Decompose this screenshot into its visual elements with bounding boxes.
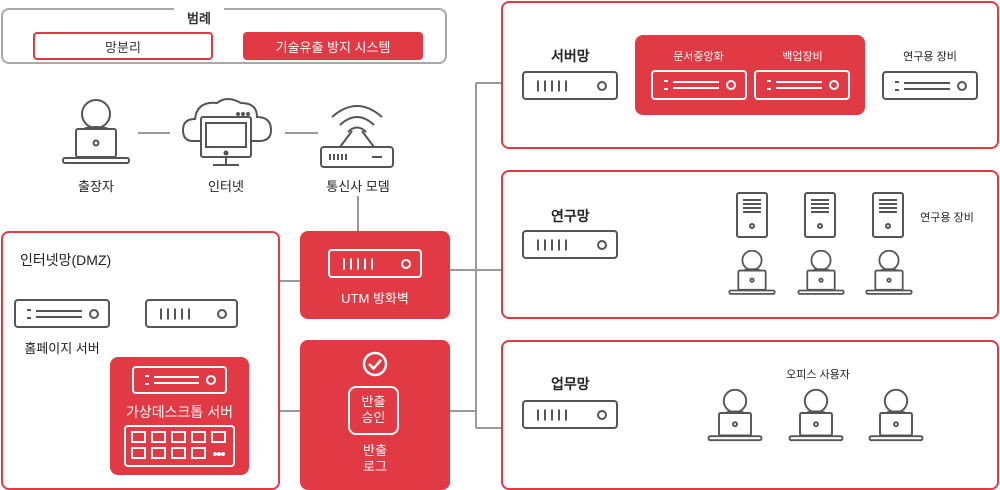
server-rack-icon — [145, 299, 238, 328]
legend-network-segment: 망분리 — [33, 32, 213, 60]
tower-server-icon — [804, 192, 836, 238]
server-protection-group: 문서중앙화 백업장비 — [635, 35, 865, 115]
vdi-server: 가상데스크톱 서버 — [110, 357, 249, 475]
server-research-equipment-label: 연구용 장비 — [903, 51, 957, 63]
person-laptop-icon — [61, 99, 131, 169]
cloud-monitor-icon — [181, 97, 273, 171]
server-rack-icon — [882, 71, 978, 100]
export-control: 반출 승인 반출 로그 — [300, 340, 450, 490]
server-rack-icon — [651, 70, 747, 100]
vdi-grid-icon — [124, 425, 235, 467]
homepage-server-label: 홈페이지 서버 — [24, 341, 100, 356]
legend-protection-system: 기술유출 방지 시스템 — [243, 32, 423, 60]
export-log-line1: 반출 — [363, 443, 387, 458]
doc-central-label: 문서중앙화 — [673, 51, 724, 63]
backup-label: 백업장비 — [782, 51, 823, 63]
person-laptop-icon — [788, 389, 844, 445]
research-equipment-label: 연구용 장비 — [920, 212, 974, 224]
approval-badge: 반출 승인 — [348, 386, 399, 435]
business-net-title: 업무망 — [551, 376, 590, 392]
internet-label: 인터넷 — [208, 179, 244, 194]
approval-line1: 반출 — [361, 394, 386, 409]
server-rack-icon — [522, 400, 618, 429]
tower-server-icon — [872, 192, 904, 238]
wifi-router-icon — [318, 101, 396, 169]
carrier-modem-label: 통신사 모뎀 — [326, 179, 390, 194]
utm-firewall: UTM 방화벽 — [300, 231, 450, 319]
server-rack-icon — [132, 366, 227, 394]
person-laptop-icon — [868, 389, 924, 445]
utm-label: UTM 방화벽 — [341, 291, 409, 306]
server-net-title: 서버망 — [551, 48, 590, 64]
server-rack-icon — [754, 70, 850, 100]
office-users-label: 오피스 사용자 — [786, 369, 850, 381]
server-rack-icon — [522, 230, 618, 259]
research-net-title: 연구망 — [551, 208, 590, 224]
remote-worker-label: 출장자 — [78, 179, 114, 194]
vdi-label: 가상데스크톱 서버 — [126, 404, 233, 420]
tower-server-icon — [736, 192, 768, 238]
server-rack-icon — [328, 249, 422, 278]
server-rack-icon — [14, 299, 110, 328]
person-laptop-icon — [797, 250, 845, 298]
approval-line2: 승인 — [361, 410, 386, 425]
legend: 범례 망분리 기술유출 방지 시스템 — [1, 8, 447, 64]
legend-title: 범례 — [174, 8, 224, 27]
export-log-line2: 로그 — [363, 459, 387, 474]
person-laptop-icon — [707, 389, 763, 445]
server-rack-icon — [522, 71, 618, 100]
check-circle-icon — [362, 351, 388, 377]
person-laptop-icon — [728, 250, 776, 298]
person-laptop-icon — [865, 250, 913, 298]
dmz-title: 인터넷망(DMZ) — [20, 252, 112, 268]
